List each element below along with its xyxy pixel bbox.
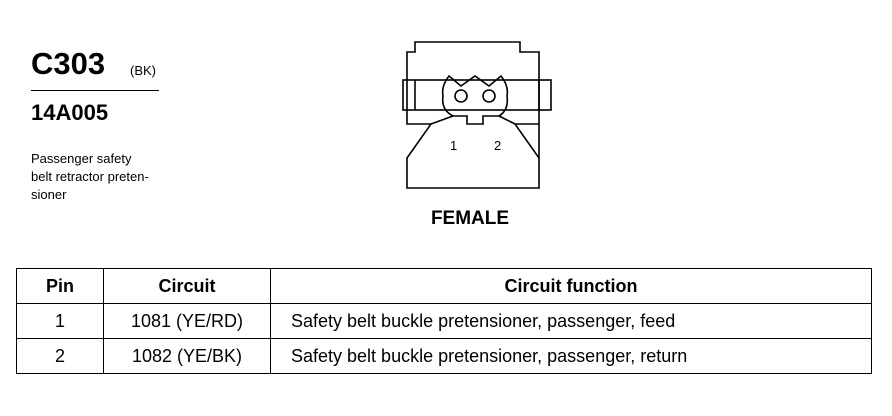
table-header-row: Pin Circuit Circuit function — [16, 268, 872, 304]
locking-tab — [402, 79, 552, 111]
connector-gender-label: FEMALE — [430, 208, 510, 229]
cell-circuit-function: Safety belt buckle pretensioner, passeng… — [270, 338, 872, 374]
header-pin: Pin — [16, 268, 104, 304]
header-circuit: Circuit — [103, 268, 271, 304]
title-divider — [31, 90, 159, 91]
description-line: belt retractor preten- — [31, 169, 149, 184]
connector-face-diagram: 1 2 — [402, 41, 552, 189]
terminal-cavity-body — [441, 74, 509, 125]
pin-label-2: 2 — [494, 138, 501, 153]
cell-circuit: 1081 (YE/RD) — [103, 303, 271, 339]
description-line: sioner — [31, 187, 67, 202]
cell-pin: 2 — [16, 338, 104, 374]
connector-id: C303 — [31, 46, 106, 81]
header-circuit-function: Circuit function — [270, 268, 872, 304]
pinout-table: Pin Circuit Circuit function 1 1081 (YE/… — [16, 268, 872, 374]
connector-housing-notch — [513, 123, 540, 159]
description-line: Passenger safety — [31, 151, 132, 166]
connector-description: Passenger safety belt retractor preten- … — [31, 150, 201, 204]
pin-cavity-1 — [454, 89, 468, 103]
cell-circuit: 1082 (YE/BK) — [103, 338, 271, 374]
part-number: 14A005 — [31, 100, 109, 125]
pin-label-1: 1 — [450, 138, 457, 153]
table-row: 2 1082 (YE/BK) Safety belt buckle preten… — [16, 338, 872, 374]
pin-cavity-2 — [482, 89, 496, 103]
cell-circuit-function: Safety belt buckle pretensioner, passeng… — [270, 303, 872, 339]
cell-pin: 1 — [16, 303, 104, 339]
table-row: 1 1081 (YE/RD) Safety belt buckle preten… — [16, 303, 872, 339]
connector-color: (BK) — [130, 63, 156, 78]
connector-housing-outline — [406, 41, 540, 189]
